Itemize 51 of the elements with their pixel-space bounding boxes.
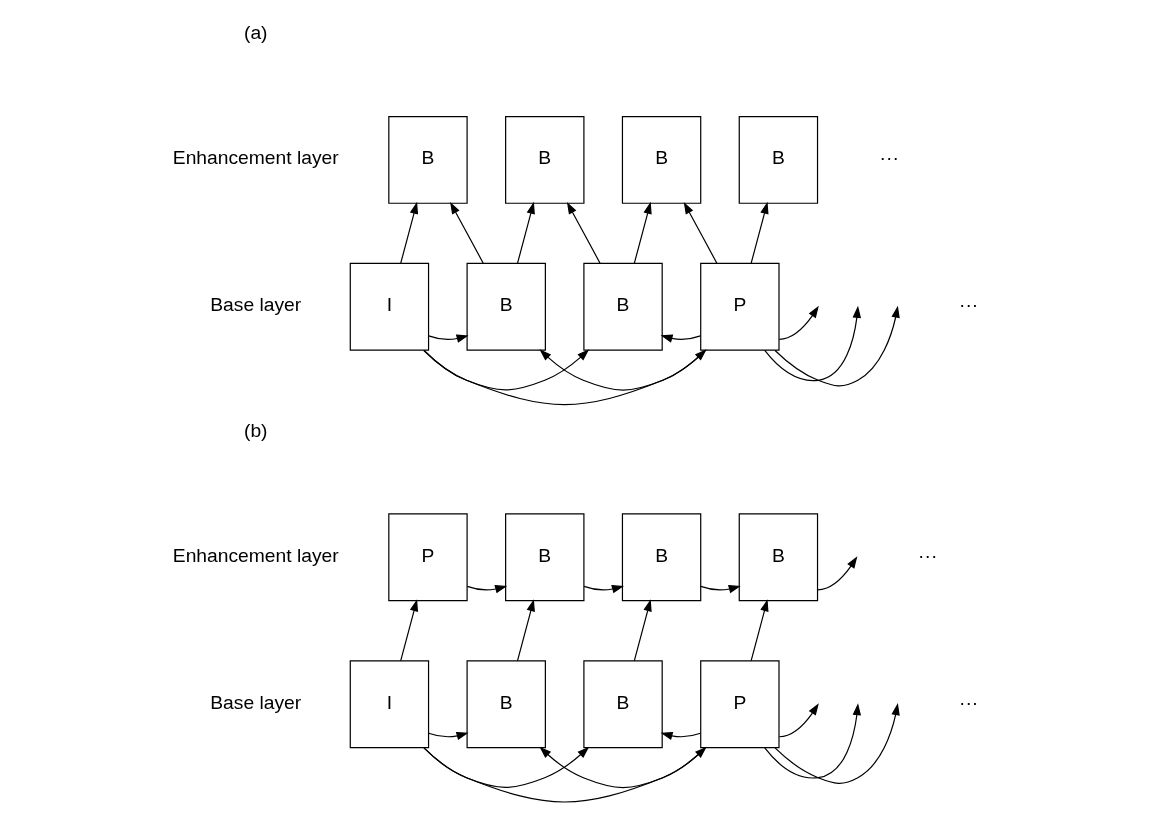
arrow [750,201,769,265]
arrow [778,703,819,738]
node-box: B [466,660,546,749]
arrow [774,305,900,387]
arrow [763,703,862,779]
node-box: B [621,513,702,602]
arrow [660,334,702,343]
node-box: B [505,513,585,602]
arrow [778,305,819,340]
arrow [428,334,469,343]
node-box: B [738,513,819,602]
arrow [516,599,535,662]
node-box: B [466,262,546,351]
node-box: P [388,513,468,602]
node-box: B [583,660,663,749]
label: ··· [918,544,938,566]
label: ··· [879,147,899,169]
label: ··· [959,691,979,713]
arrow [450,202,484,265]
label: (b) [243,419,268,441]
arrow [633,599,652,662]
arrow [583,585,624,594]
arrow [566,202,601,265]
arrow [516,201,535,265]
node-box: B [738,115,819,204]
label: Enhancement layer [172,147,339,169]
arrow [400,599,419,662]
arrow [700,585,741,594]
arrow [660,731,702,741]
label: Enhancement layer [172,544,339,566]
node-box: P [700,262,780,351]
arrow [400,201,419,265]
node-box: B [388,115,468,204]
arrow [683,202,718,265]
node-box: B [621,115,702,204]
arrow [774,703,900,784]
node-box: I [349,660,430,749]
arrow [466,585,508,594]
node-box: B [505,115,585,204]
arrow [763,305,862,382]
label: Base layer [210,691,302,713]
arrow [428,731,469,741]
node-box: P [700,660,780,749]
arrow [750,599,769,662]
label: ··· [959,294,979,316]
node-box: B [583,262,663,351]
arrow [817,556,858,591]
label: (a) [243,22,268,44]
label: Base layer [210,294,302,316]
node-box: I [349,262,430,351]
arrow [633,201,652,265]
